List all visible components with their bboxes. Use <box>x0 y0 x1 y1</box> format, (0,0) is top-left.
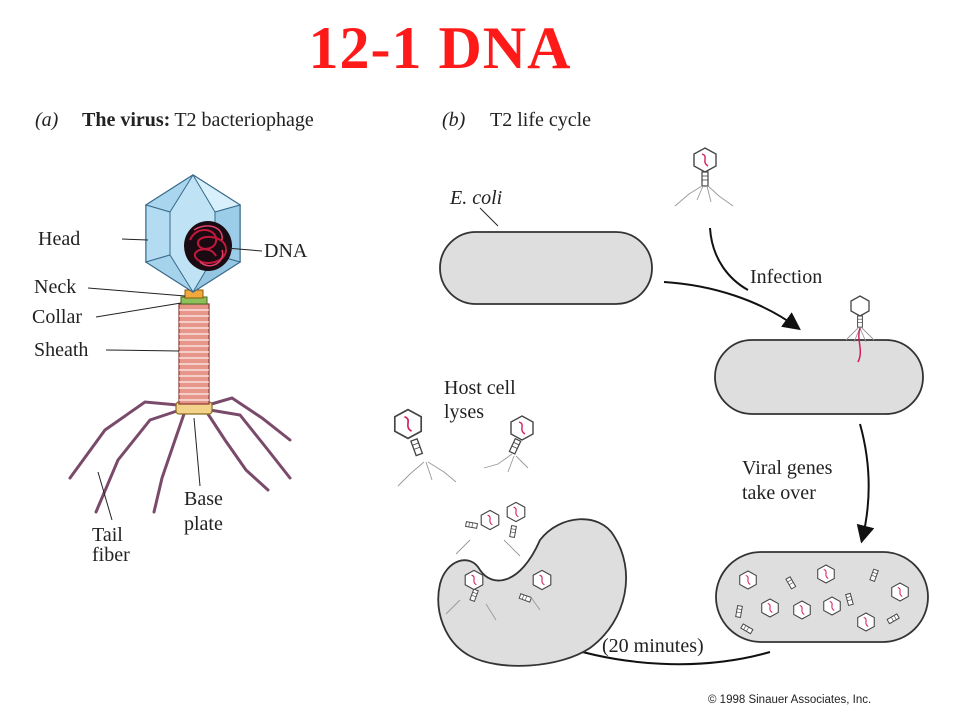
approaching-phage <box>674 147 734 207</box>
arrow-approach <box>709 227 749 291</box>
attached-phage <box>845 295 875 363</box>
panel-a-letter: (a) <box>35 109 59 131</box>
sheath-shape <box>178 303 210 405</box>
label-neck: Neck <box>34 276 76 298</box>
panel-a-heading: The virus: T2 bacteriophage <box>82 109 314 131</box>
label-sheath: Sheath <box>34 339 88 361</box>
arrow-viral-genes <box>856 423 875 544</box>
label-viral-genes-2: take over <box>742 482 816 504</box>
panel-a-leader-lines <box>87 238 263 521</box>
copyright-notice: © 1998 Sinauer Associates, Inc. <box>708 694 871 706</box>
panel-b-heading: T2 life cycle <box>490 109 591 131</box>
label-tail-fiber-1: Tail <box>92 524 123 546</box>
label-ecoli: E. coli <box>449 187 502 209</box>
ecoli-leader <box>479 207 499 227</box>
tail-fibers <box>68 396 292 514</box>
label-head: Head <box>38 228 80 250</box>
label-viral-genes-1: Viral genes <box>742 457 833 479</box>
slide-title: 12-1 DNA <box>308 15 572 81</box>
released-phages <box>393 408 534 487</box>
panel-a-heading-rest: T2 bacteriophage <box>174 109 313 131</box>
label-base-plate-2: plate <box>184 513 223 535</box>
panel-b-letter: (b) <box>442 109 466 131</box>
lysed-cell <box>437 501 627 667</box>
infected-cell <box>714 339 924 415</box>
label-base-plate-1: Base <box>184 488 223 510</box>
panel-a-heading-bold: The virus: <box>82 109 170 131</box>
label-lyses-1: Host cell <box>444 377 516 399</box>
label-tail-fiber-2: fiber <box>92 544 130 566</box>
t2-phage-illustration <box>68 174 292 514</box>
label-infection: Infection <box>750 266 822 288</box>
replicating-cell <box>715 551 929 643</box>
label-minutes: (20 minutes) <box>602 635 704 657</box>
label-lyses-2: lyses <box>444 401 484 423</box>
label-collar: Collar <box>32 306 82 328</box>
label-dna: DNA <box>264 240 308 262</box>
dna-coil <box>184 221 232 271</box>
ecoli-cell <box>439 231 653 305</box>
arrow-infection <box>663 281 801 331</box>
